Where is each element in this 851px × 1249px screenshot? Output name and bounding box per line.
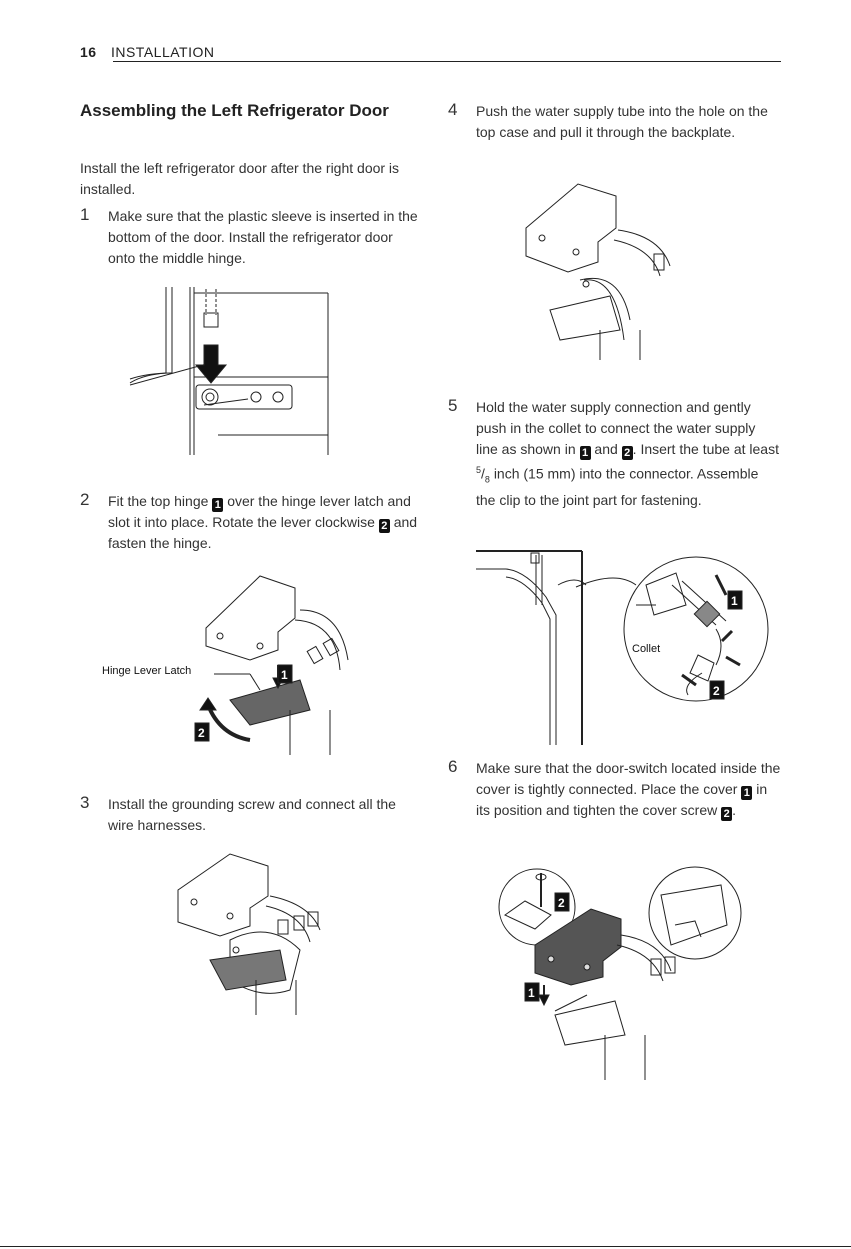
fig2-badge-1: 1	[281, 668, 288, 682]
step-6-text-b: in its position and tighten the cover sc…	[476, 781, 768, 818]
badge-1: 1	[579, 446, 591, 460]
badge-2: 2	[721, 807, 733, 821]
step-5-text-and: and	[594, 441, 618, 457]
step-1-figure	[128, 285, 332, 455]
step-4-text: Push the water supply tube into the hole…	[476, 103, 768, 140]
step-5-text-a: Hold the water supply connection and gen…	[476, 399, 756, 457]
footer-rule	[0, 1246, 851, 1247]
fig5-badge-1: 1	[731, 594, 738, 608]
step-6-number: 6	[448, 757, 458, 776]
step-5-text: Hold the water supply connection and gen…	[476, 399, 779, 509]
fig6-badge-1: 1	[528, 986, 535, 1000]
step-5-figure: 1 2 Collet	[476, 545, 776, 745]
step-2-figure: 1 2 Hinge Lever Latch	[100, 570, 360, 755]
step-2-text-a: Fit the top hinge	[108, 493, 209, 509]
badge-1: 1	[212, 498, 224, 512]
step-2-text-c: and fasten the hinge.	[108, 514, 418, 551]
badge-2: 2	[621, 446, 633, 460]
step-5-text-b: Insert the tube at least	[640, 441, 779, 457]
step-2-number: 2	[80, 490, 90, 509]
step-6-text-a: Make sure that the door-switch located i…	[476, 760, 781, 797]
step-3-number: 3	[80, 793, 90, 812]
step-5-text-c: inch (15 mm) into the connector. Assembl…	[476, 465, 759, 509]
step-2-text-b: over the hinge lever latch and slot it i…	[108, 493, 411, 530]
page-number: 16	[80, 44, 97, 60]
step-6-text: Make sure that the door-switch located i…	[476, 760, 781, 821]
badge-2: 2	[378, 519, 390, 533]
intro-text: Install the left refrigerator door after…	[80, 160, 400, 197]
collet-label: Collet	[632, 643, 660, 655]
step-4-number: 4	[448, 100, 458, 119]
step-1-text: Make sure that the plastic sleeve is ins…	[108, 208, 418, 266]
fraction-denominator: 8	[484, 474, 490, 485]
hinge-lever-latch-label: Hinge Lever Latch	[102, 665, 191, 677]
step-3-text: Install the grounding screw and connect …	[108, 796, 396, 833]
step-2-text: Fit the top hinge 1 over the hinge lever…	[108, 491, 418, 554]
page-header: 16 INSTALLATION	[80, 44, 214, 60]
fig5-badge-2: 2	[713, 684, 720, 698]
step-4-figure	[520, 180, 690, 360]
badge-1: 1	[741, 786, 753, 800]
step-1-number: 1	[80, 205, 90, 224]
fig2-badge-2: 2	[198, 726, 205, 740]
fig6-badge-2: 2	[558, 896, 565, 910]
fraction-numerator: 5	[476, 465, 482, 475]
step-3-figure	[170, 850, 340, 1015]
section-title: INSTALLATION	[110, 44, 215, 60]
page-title: Assembling the Left Refrigerator Door	[80, 101, 389, 120]
header-rule	[113, 61, 781, 62]
step-5-number: 5	[448, 396, 458, 415]
step-6-figure: 2 1	[495, 865, 745, 1080]
